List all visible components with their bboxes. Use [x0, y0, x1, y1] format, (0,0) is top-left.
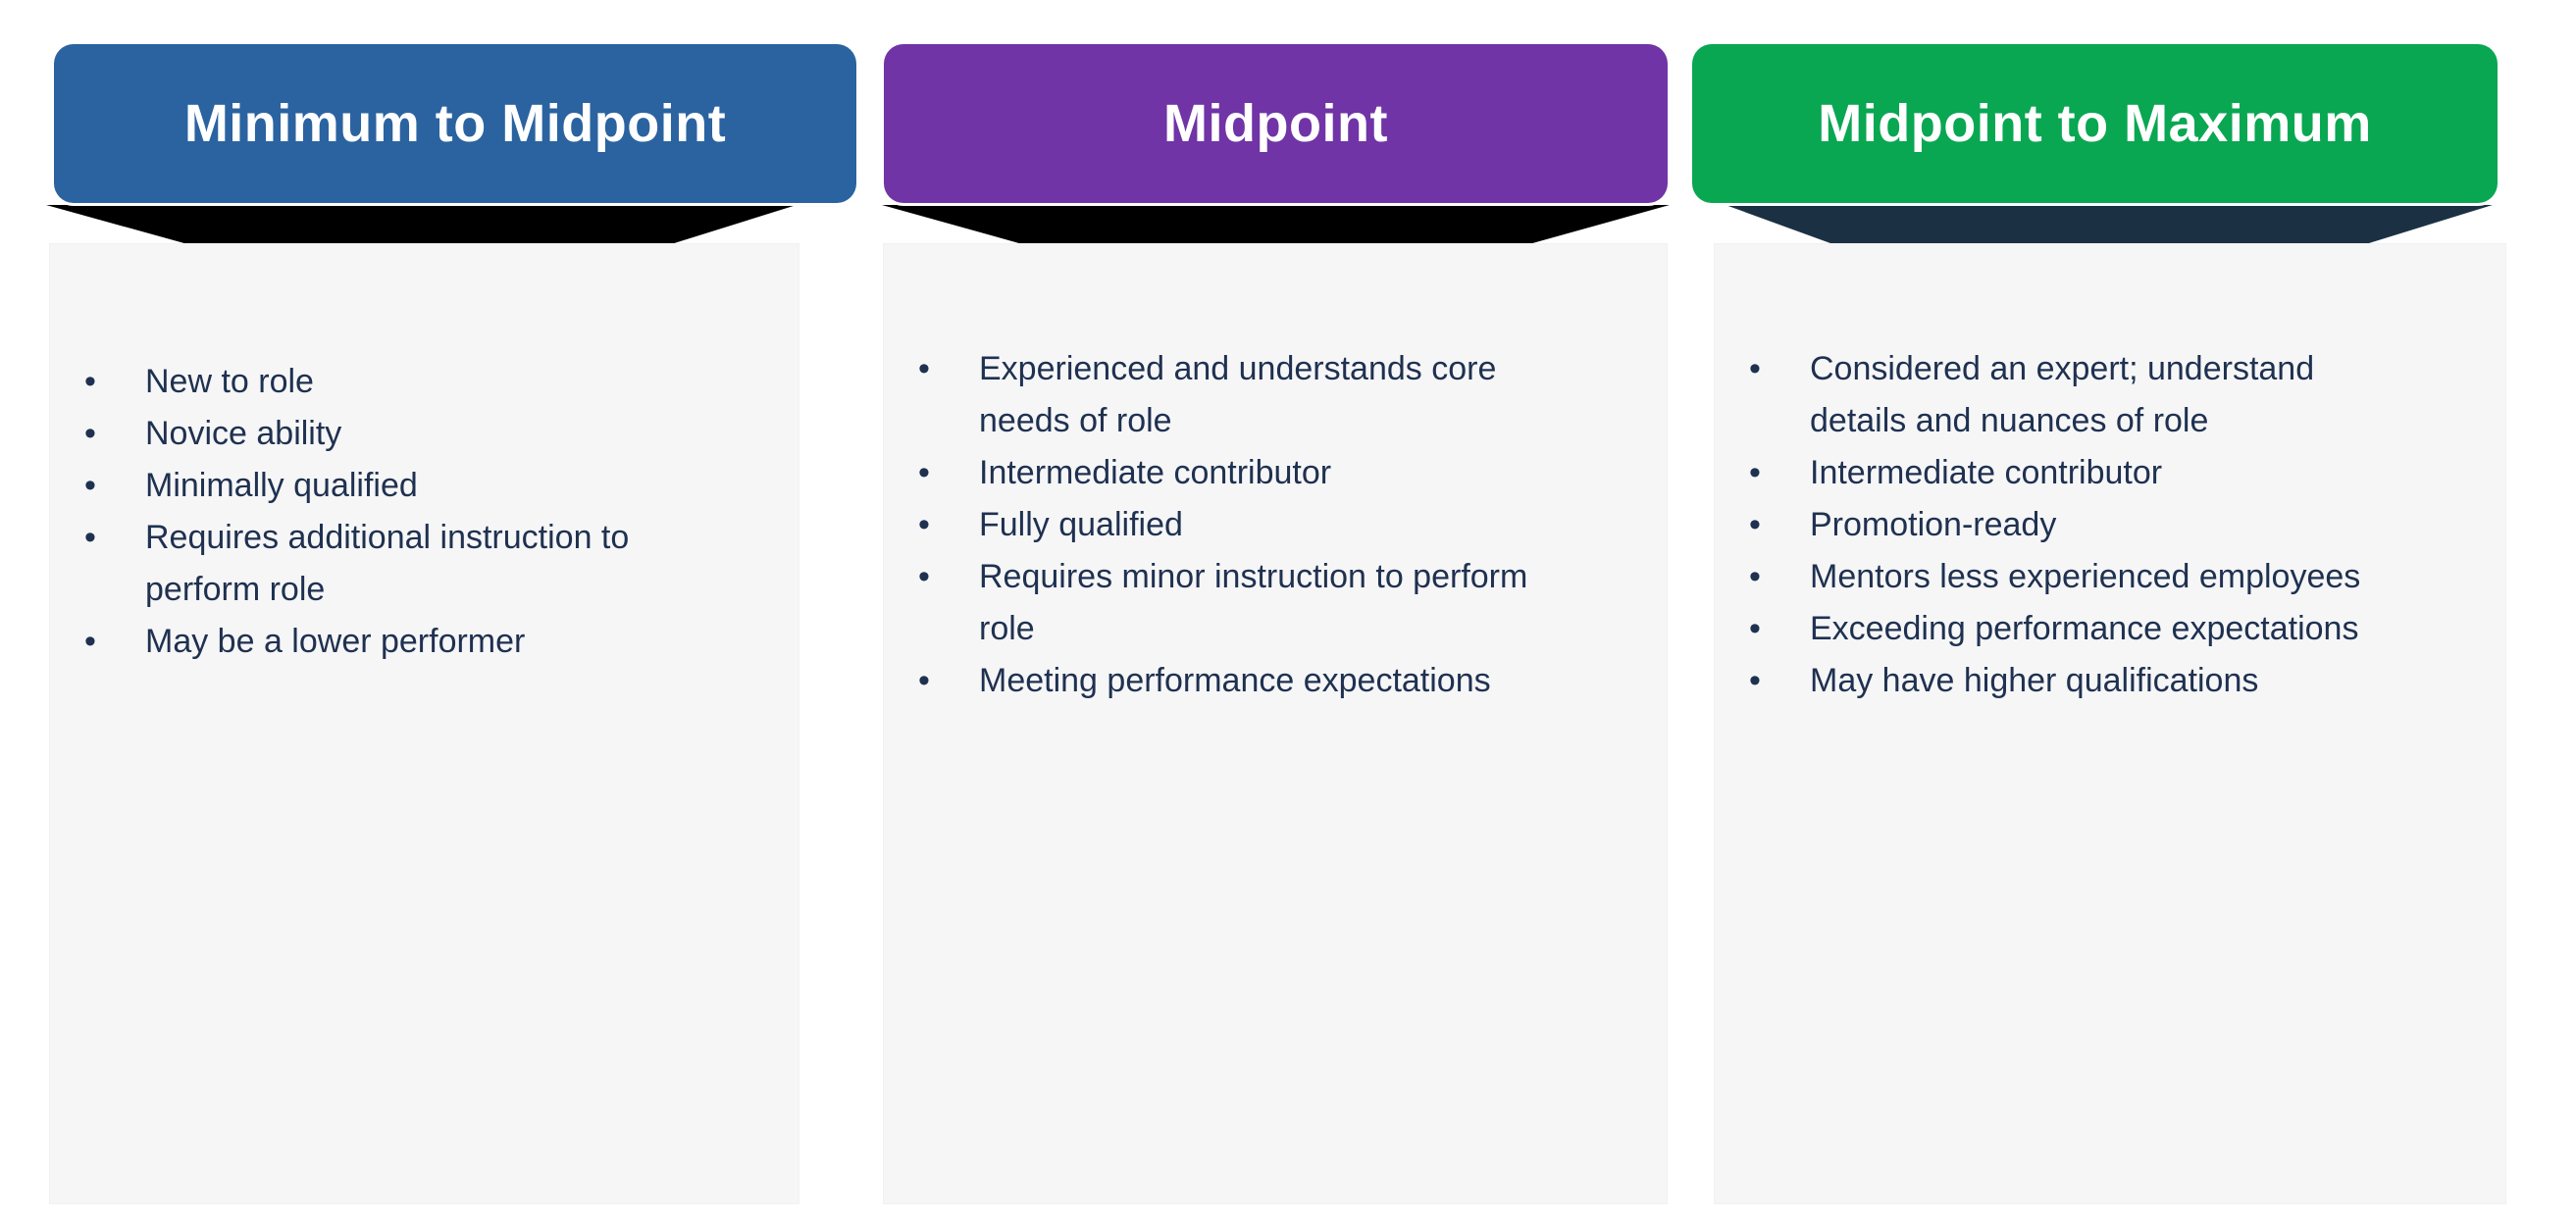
ribbon-connector-shape — [46, 205, 797, 243]
list-item: Considered an expert; understand details… — [1749, 343, 2478, 447]
list-item: Requires minor instruction to perform ro… — [918, 551, 1639, 655]
column-midpoint-to-maximum: Midpoint to Maximum Considered an expert… — [1692, 0, 2506, 1216]
header-title: Minimum to Midpoint — [183, 94, 727, 153]
list-item: Intermediate contributor — [1749, 447, 2478, 499]
bullet-list: Considered an expert; understand details… — [1715, 244, 2505, 707]
header-banner-midpoint-to-maximum: Midpoint to Maximum — [1692, 44, 2498, 203]
list-item: May have higher qualifications — [1749, 655, 2478, 707]
content-panel: Considered an expert; understand details… — [1714, 243, 2506, 1204]
list-item: Mentors less experienced employees — [1749, 551, 2478, 603]
ribbon-connector-shape — [882, 205, 1670, 243]
list-item: Fully qualified — [918, 499, 1639, 551]
column-midpoint: Midpoint Experienced and understands cor… — [882, 0, 1670, 1216]
ribbon-connector-shape — [1725, 205, 2493, 243]
list-item: May be a lower performer — [84, 616, 771, 668]
bullet-list: New to role Novice ability Minimally qua… — [50, 244, 799, 668]
list-item: Experienced and understands core needs o… — [918, 343, 1639, 447]
list-item: Requires additional instruction to perfo… — [84, 512, 771, 616]
list-item: Exceeding performance expectations — [1749, 603, 2478, 655]
content-panel: Experienced and understands core needs o… — [883, 243, 1668, 1204]
header-banner-midpoint: Midpoint — [884, 44, 1668, 203]
header-title: Midpoint to Maximum — [1818, 94, 2372, 153]
list-item: Meeting performance expectations — [918, 655, 1639, 707]
list-item: Intermediate contributor — [918, 447, 1639, 499]
content-panel: New to role Novice ability Minimally qua… — [49, 243, 799, 1204]
list-item: Novice ability — [84, 408, 771, 460]
list-item: New to role — [84, 356, 771, 408]
list-item: Promotion-ready — [1749, 499, 2478, 551]
header-title: Midpoint — [1163, 94, 1388, 153]
header-banner-minimum-to-midpoint: Minimum to Midpoint — [54, 44, 856, 203]
list-item: Minimally qualified — [84, 460, 771, 512]
bullet-list: Experienced and understands core needs o… — [884, 244, 1667, 707]
column-minimum-to-midpoint: Minimum to Midpoint New to role Novice a… — [46, 0, 856, 1216]
